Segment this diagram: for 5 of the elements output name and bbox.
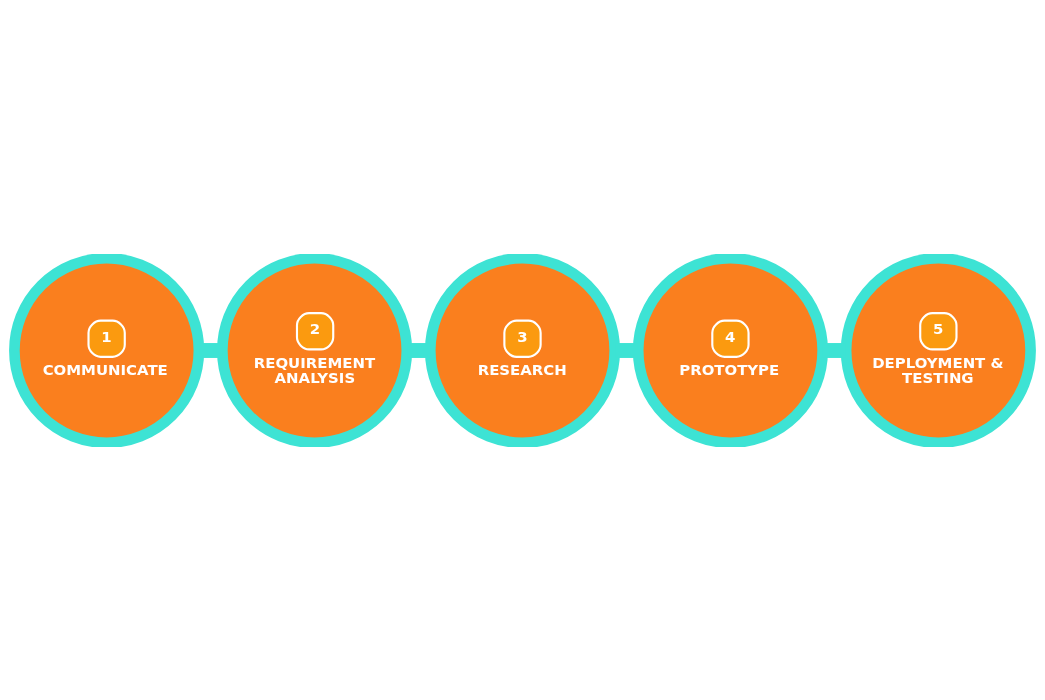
node-circle: 3 RESEARCH (424, 253, 621, 447)
node-circle: 4 PROTOTYPE (632, 253, 828, 447)
node-circle: 2 REQUIREMENT ANALYSIS (217, 253, 413, 447)
node-circle: 1 COMMUNICATE (9, 253, 205, 447)
node-circle: 5 DEPLOYMENT & TESTING (840, 253, 1036, 447)
